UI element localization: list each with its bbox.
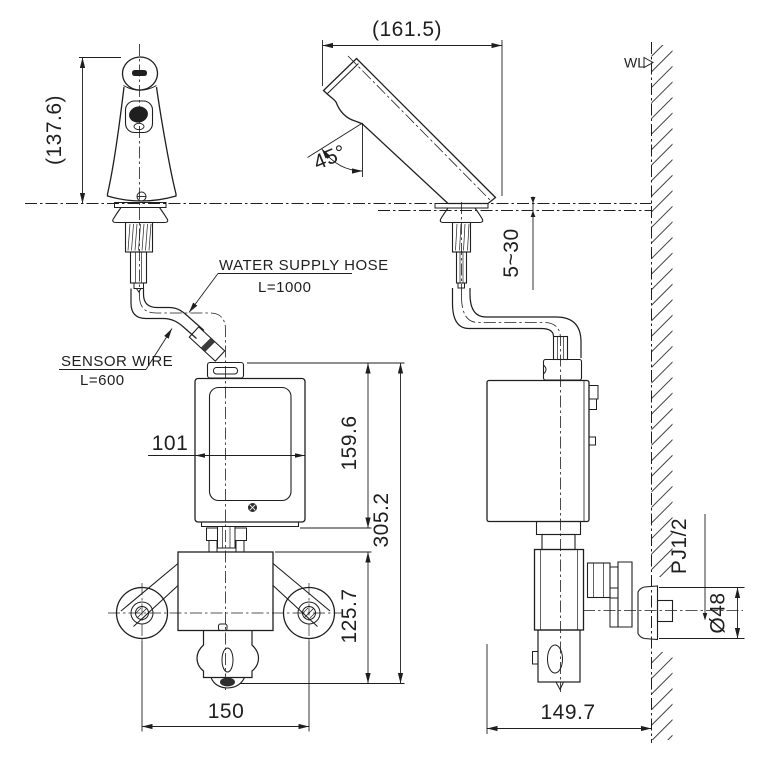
hose-side	[451, 288, 582, 692]
pipe-stub-left	[208, 540, 218, 553]
shank-thread-hatch-side	[455, 223, 470, 251]
wall-hatching-lower	[651, 652, 673, 740]
dim-wall-thread	[702, 514, 708, 621]
counter-lines	[25, 203, 652, 211]
spout-face-line	[327, 63, 359, 94]
sensor-wire-label: SENSOR WIRE	[61, 353, 173, 370]
hose-leader	[188, 273, 219, 313]
hose-side-outer	[469, 288, 582, 358]
hose-front-outer	[130, 288, 197, 339]
wall-line-label: WL	[624, 55, 645, 71]
dim-escutcheon-diameter-text: Ø48	[707, 592, 730, 633]
wall-section	[643, 42, 673, 743]
escutcheon-front	[112, 207, 169, 224]
hose-fitting-front	[188, 326, 226, 362]
dim-depth-from-wall	[486, 644, 652, 734]
sensor-wire-length: L=600	[80, 372, 125, 389]
spigot-body-front	[196, 630, 260, 679]
hose-front-centerline	[139, 295, 226, 690]
faucet-front-view	[106, 44, 177, 296]
controller-lid	[208, 386, 292, 502]
valve-bottom-tip	[555, 681, 564, 691]
controller-side-view	[486, 335, 743, 691]
dim-controller-height-text: 159.6	[338, 415, 361, 470]
faucet-body	[106, 86, 177, 202]
wall-line-marker-icon	[643, 56, 655, 69]
water-supply-hose-label: WATER SUPPLY HOSE	[219, 257, 389, 274]
dimension-lines	[79, 40, 745, 734]
wall-hook-upper	[588, 385, 599, 400]
dim-spout-angle-text: 45°	[310, 141, 350, 175]
dim-spout-angle	[307, 122, 363, 177]
shank-thread-hatch	[127, 223, 152, 251]
callouts	[59, 273, 352, 370]
shank-tip	[133, 282, 144, 289]
valve-adapter-upper	[535, 520, 582, 536]
dim-controller-width	[148, 453, 305, 458]
outlet-fitting-right	[234, 527, 247, 541]
spigot-outlet	[220, 677, 235, 687]
dim-right-stack	[240, 362, 405, 684]
dim-spout-length-text: (161.5)	[372, 18, 442, 41]
wall-hook-lower	[588, 436, 596, 446]
inlet-flange-side	[542, 358, 583, 381]
faucet-side-axis	[347, 55, 493, 203]
head-joint-line	[123, 85, 157, 91]
dim-escutcheon-diameter	[659, 587, 745, 639]
hose-side-centerline	[461, 295, 561, 692]
wall-pipe-stub	[656, 599, 674, 623]
sensor-detail	[133, 122, 145, 131]
pipe-stub-right	[235, 540, 245, 553]
spout-slot	[132, 70, 147, 76]
controller-bracket-slot	[213, 367, 238, 375]
hose-front	[130, 288, 226, 690]
base-plate-front	[114, 202, 167, 208]
valve-adapter-lower	[541, 533, 576, 551]
water-supply-hose-length: L=1000	[258, 279, 311, 296]
wall-escutcheon	[637, 585, 659, 641]
shank-pipe-front	[129, 251, 148, 284]
branch-link	[617, 561, 633, 628]
sensor-window	[124, 100, 154, 134]
valve-side-slot	[547, 644, 563, 674]
hose-front-inner	[142, 288, 205, 331]
wire-leader	[145, 328, 173, 370]
spigot-dome	[210, 677, 246, 689]
outlet-fitting-left	[206, 527, 218, 541]
hose-side-inner	[451, 288, 555, 337]
valve-lower-block-side	[537, 629, 581, 683]
dim-faucet-height	[79, 57, 121, 204]
dim-spout-length	[322, 40, 503, 196]
spigot-slot	[221, 647, 234, 673]
dim-deck-thickness	[530, 196, 536, 290]
valve-front-view	[108, 551, 343, 689]
controller-front-view	[194, 361, 306, 553]
dim-overall-height-text: 305.2	[370, 492, 393, 547]
dim-wall-thread-text: PJ1/2	[668, 518, 691, 574]
outlet-fitting-center	[217, 526, 236, 549]
dim-flange-pitch-text: 150	[208, 700, 245, 723]
dim-faucet-height-text: (137.6)	[43, 95, 66, 165]
dim-valve-height-text: 125.7	[338, 588, 361, 643]
dim-flange-pitch	[141, 641, 310, 732]
controller-bottom-step	[201, 522, 299, 527]
valve-body-side	[533, 548, 585, 631]
spigot-boss	[218, 623, 228, 631]
faucet-side-view	[322, 55, 497, 296]
branch-nut	[586, 562, 611, 599]
sensor-eye	[129, 106, 148, 123]
controller-box-front	[194, 377, 306, 523]
dim-controller-width-text: 101	[152, 432, 189, 455]
controller-box-side	[486, 379, 590, 523]
dim-deck-thickness-text: 5~30	[500, 228, 523, 277]
wall-hatching-upper	[651, 45, 673, 577]
hose-fitting-nut	[201, 338, 215, 352]
dim-depth-from-wall-text: 149.7	[540, 701, 595, 724]
